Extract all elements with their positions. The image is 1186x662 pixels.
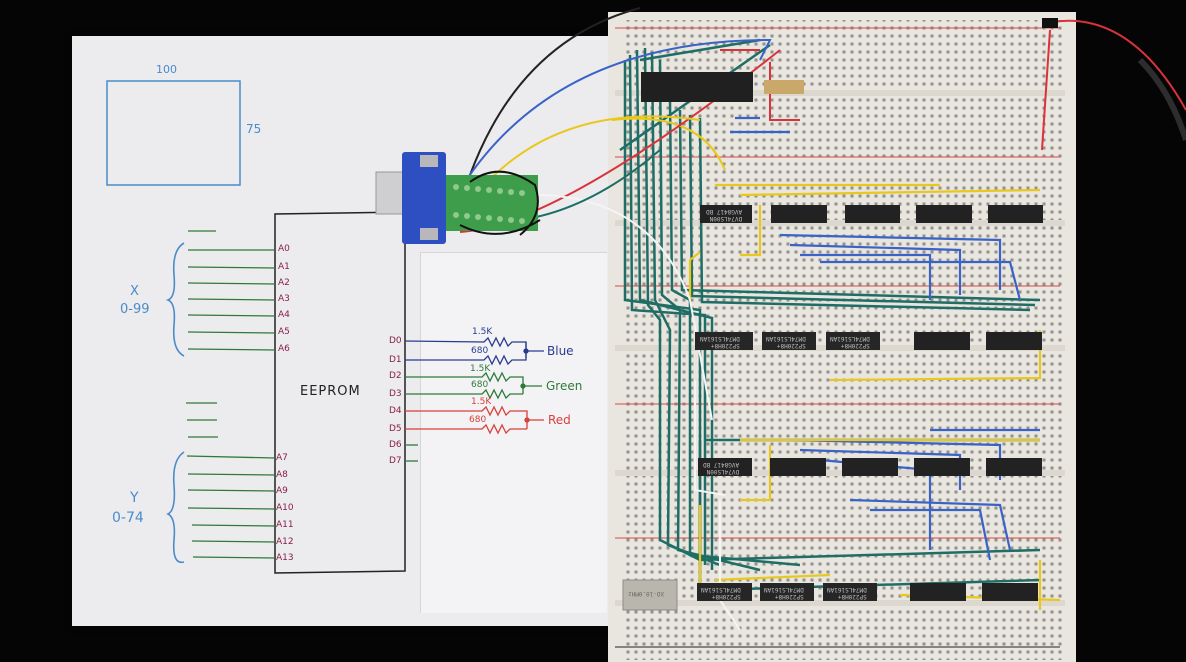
logic-chip [988, 205, 1043, 223]
chip-marking: SP220H8+ DM74LS161AN [827, 586, 867, 600]
logic-chip [914, 458, 970, 476]
logic-chip [695, 332, 753, 350]
address-lines-y [186, 455, 276, 559]
pin-label-a8: A8 [276, 470, 288, 480]
resistor-value-d4: 1.5K [471, 397, 492, 407]
chip-marking: SP220H8+ DM74LS161AN [700, 335, 740, 349]
unused-address-lines [186, 402, 218, 438]
pin-label-d4: D4 [389, 406, 402, 416]
pin-label-a1: A1 [278, 262, 290, 272]
address-lines-x [187, 230, 276, 351]
pin-label-a11: A11 [276, 520, 294, 530]
logic-chip [826, 332, 880, 350]
y-range-label: 0-74 [112, 510, 144, 526]
pin-label-a0: A0 [278, 244, 290, 254]
data-lines-blue [404, 336, 544, 366]
pin-label-a9: A9 [276, 486, 288, 496]
resistor-network [764, 80, 804, 94]
screen-width-label: 100 [156, 63, 177, 76]
resistor-value-d1: 680 [471, 346, 489, 356]
logic-chip [700, 205, 752, 223]
output-label-blue: Blue [547, 344, 574, 358]
chip-marking: SP220H8+ DM74LS161AN [766, 335, 806, 349]
chip-marking: DV74LS00N AVG8417 BD [706, 208, 743, 222]
resistor-value-d3: 680 [471, 380, 489, 390]
eeprom-chip [641, 72, 753, 102]
chip-marking: SP220H8+ DM74LS161AN [701, 586, 741, 600]
logic-chip [762, 332, 816, 350]
pin-label-d2: D2 [389, 371, 402, 381]
logic-chip [771, 205, 827, 223]
pin-label-d6: D6 [389, 440, 402, 450]
logic-chip [842, 458, 898, 476]
pin-label-a5: A5 [278, 327, 290, 337]
resistor-value-d5: 680 [469, 415, 487, 425]
oscillator [622, 579, 678, 611]
pin-label-a12: A12 [276, 537, 294, 547]
eeprom-label: EEPROM [300, 384, 361, 399]
vga-breakout [375, 152, 541, 244]
logic-chip [760, 583, 814, 601]
logic-chip [823, 583, 877, 601]
pin-label-a10: A10 [276, 503, 294, 513]
logic-chip [697, 583, 752, 601]
output-label-green: Green [546, 379, 583, 393]
pin-label-a4: A4 [278, 310, 290, 320]
pin-label-a6: A6 [278, 344, 290, 354]
x-brace [165, 242, 185, 357]
y-label: Y [130, 490, 139, 506]
logic-chip [986, 332, 1042, 350]
logic-chip [914, 332, 970, 350]
y-brace [166, 451, 185, 564]
pin-label-a7: A7 [276, 453, 288, 463]
pin-label-a3: A3 [278, 294, 290, 304]
chip-marking: DV74LS00N AVG8417 BD [703, 461, 740, 475]
data-lines-green [405, 371, 542, 400]
resistor-value-d2: 1.5K [470, 364, 491, 374]
logic-chip [986, 458, 1042, 476]
x-label: X [130, 284, 139, 299]
resistor-value-d0: 1.5K [472, 327, 493, 337]
pin-label-d7: D7 [389, 456, 402, 466]
oscillator-marking: XO-10.0MHz [628, 590, 665, 597]
pin-label-a13: A13 [276, 553, 294, 563]
x-range-label: 0-99 [120, 302, 150, 317]
pin-label-d1: D1 [389, 355, 402, 365]
data-lines-unused [405, 444, 418, 462]
pin-label-a2: A2 [278, 278, 290, 288]
logic-chip [698, 458, 752, 476]
second-paper-sheet [420, 252, 607, 613]
screen-height-label: 75 [246, 122, 262, 136]
logic-chip [982, 583, 1038, 601]
logic-chip [910, 583, 966, 601]
chip-marking: SP220H8+ DM74LS161AN [764, 586, 804, 600]
screen-box [106, 80, 241, 186]
power-connector [1042, 18, 1058, 28]
vga-connector [402, 152, 446, 244]
pin-label-d5: D5 [389, 424, 402, 434]
logic-chip [770, 458, 826, 476]
logic-chip [845, 205, 900, 223]
chip-marking: SP220H8+ DM74LS161AN [830, 335, 870, 349]
output-label-red: Red [548, 413, 571, 427]
pin-label-d3: D3 [389, 389, 402, 399]
logic-chip [916, 205, 972, 223]
eeprom-box [274, 211, 406, 574]
pin-label-d0: D0 [389, 336, 402, 346]
data-lines-red [405, 405, 544, 435]
